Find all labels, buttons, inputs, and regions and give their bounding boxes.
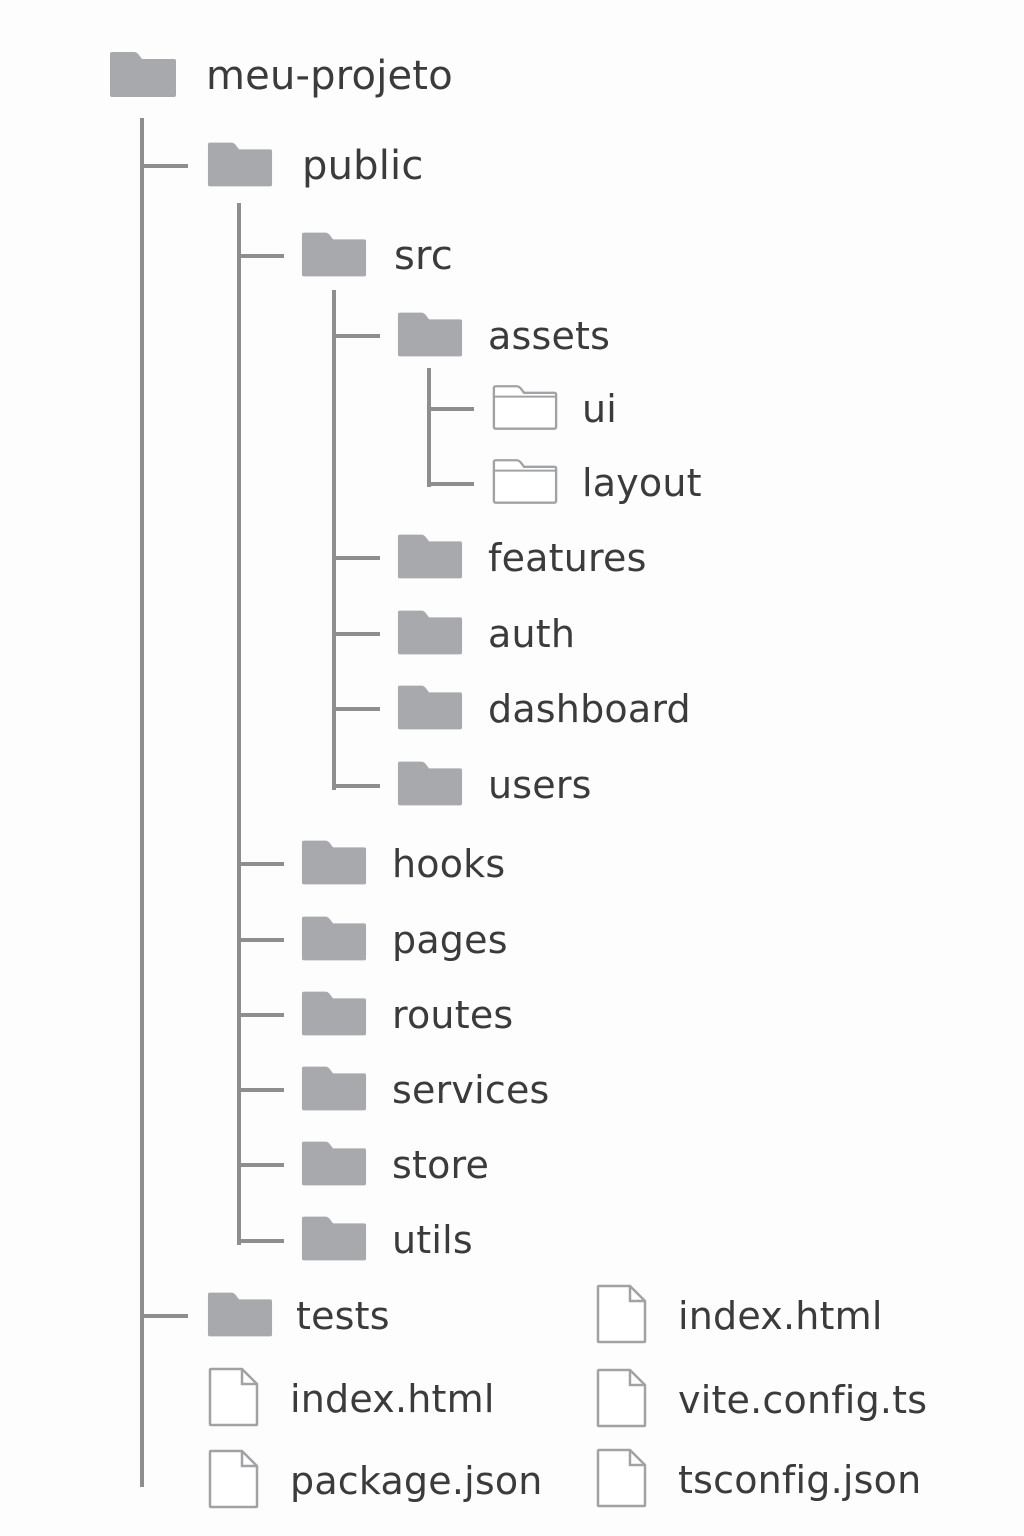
folder-assets[interactable]: assets <box>396 306 610 366</box>
folder-icon <box>396 309 464 363</box>
folder-root[interactable]: meu-projeto <box>108 46 453 106</box>
folder-icon <box>396 758 464 812</box>
assets-label: assets <box>488 314 611 358</box>
file-icon <box>596 1448 648 1512</box>
index-left-label: index.html <box>290 1377 495 1421</box>
folder-icon <box>300 1138 368 1192</box>
folder-icon <box>108 49 178 103</box>
folder-store[interactable]: store <box>300 1135 489 1195</box>
folder-ui[interactable]: ui <box>492 379 617 439</box>
folder-services[interactable]: services <box>300 1060 550 1120</box>
folder-icon <box>300 1213 368 1267</box>
tests-label: tests <box>296 1294 390 1338</box>
folder-icon <box>396 607 464 661</box>
folder-icon <box>300 229 368 283</box>
folder-features[interactable]: features <box>396 528 647 588</box>
routes-label: routes <box>392 993 514 1037</box>
file-icon <box>208 1449 260 1513</box>
src-label: src <box>394 233 453 279</box>
public-label: public <box>302 143 424 189</box>
file-icon <box>596 1368 648 1432</box>
file-package-json[interactable]: package.json <box>208 1449 543 1513</box>
folder-icon <box>206 139 274 193</box>
features-label: features <box>488 536 647 580</box>
folder-routes[interactable]: routes <box>300 985 513 1045</box>
tsconfig-label: tsconfig.json <box>678 1458 922 1502</box>
auth-label: auth <box>488 612 576 656</box>
dashboard-label: dashboard <box>488 687 691 731</box>
services-label: services <box>392 1068 550 1112</box>
folder-icon <box>300 988 368 1042</box>
ui-label: ui <box>582 387 618 431</box>
index-right-label: index.html <box>678 1294 883 1338</box>
folder-users[interactable]: users <box>396 755 592 815</box>
utils-label: utils <box>392 1218 473 1262</box>
folder-layout[interactable]: layout <box>492 453 702 513</box>
file-tsconfig[interactable]: tsconfig.json <box>596 1448 922 1512</box>
root-label: meu-projeto <box>206 53 453 99</box>
folder-hooks[interactable]: hooks <box>300 834 505 894</box>
package-json-label: package.json <box>290 1459 543 1503</box>
folder-icon <box>396 682 464 736</box>
pages-label: pages <box>392 918 508 962</box>
folder-icon <box>300 1063 368 1117</box>
file-index-right[interactable]: index.html <box>596 1284 883 1348</box>
vite-config-label: vite.config.ts <box>678 1378 928 1422</box>
folder-pages[interactable]: pages <box>300 910 508 970</box>
folder-icon <box>300 837 368 891</box>
file-vite-config[interactable]: vite.config.ts <box>596 1368 928 1432</box>
hooks-label: hooks <box>392 842 506 886</box>
store-label: store <box>392 1143 490 1187</box>
folder-src[interactable]: src <box>300 226 453 286</box>
file-icon <box>208 1367 260 1431</box>
folder-tests[interactable]: tests <box>206 1286 390 1346</box>
folder-outline-icon <box>492 457 558 509</box>
layout-label: layout <box>582 461 702 505</box>
folder-public[interactable]: public <box>206 136 424 196</box>
folder-icon <box>206 1288 274 1344</box>
file-index-left[interactable]: index.html <box>208 1367 495 1431</box>
folder-utils[interactable]: utils <box>300 1210 473 1270</box>
users-label: users <box>488 763 592 807</box>
folder-dashboard[interactable]: dashboard <box>396 679 691 739</box>
folder-auth[interactable]: auth <box>396 604 575 664</box>
folder-outline-icon <box>492 383 558 435</box>
file-icon <box>596 1284 648 1348</box>
folder-icon <box>396 531 464 585</box>
folder-icon <box>300 913 368 967</box>
